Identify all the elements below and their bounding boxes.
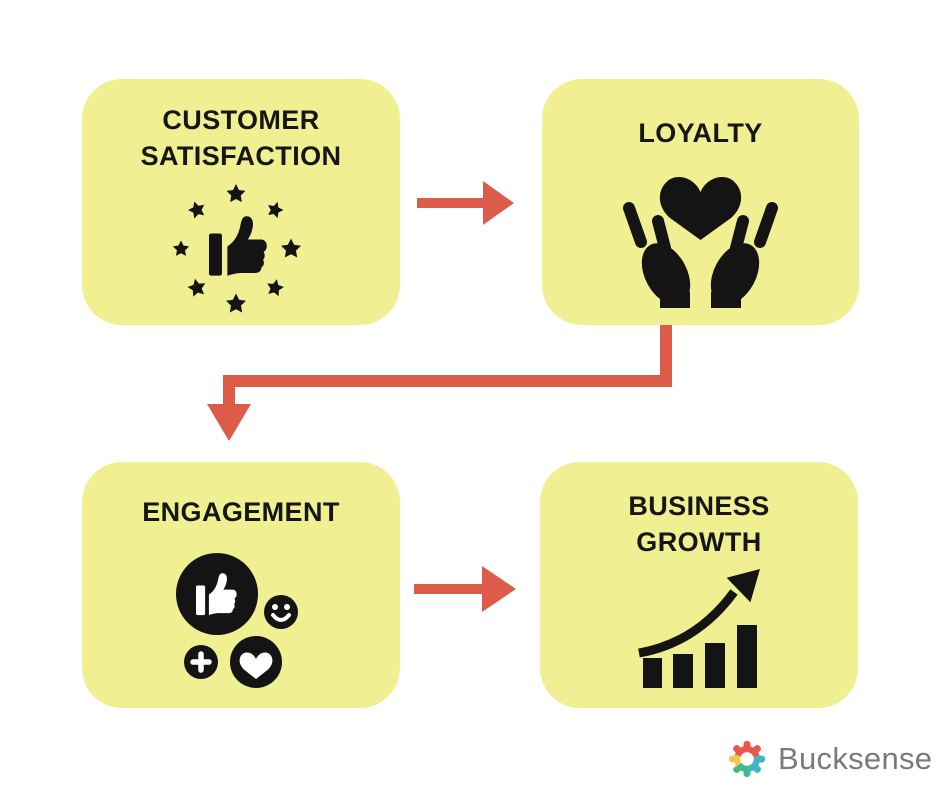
box-title-loyalty: LOYALTY	[638, 118, 763, 148]
bar-chart-growth-icon	[638, 569, 760, 688]
thumbs-up-stars-icon	[172, 184, 301, 313]
left-hand	[623, 202, 691, 308]
heart-badge	[230, 636, 282, 688]
arrow-loyalty-to-engagement	[207, 325, 672, 441]
arrow-engagement-to-growth	[414, 566, 516, 612]
flow-box-engagement: ENGAGEMENT	[82, 462, 400, 708]
social-reactions-icon	[176, 553, 298, 688]
box-title-engagement: ENGAGEMENT	[142, 497, 340, 527]
flow-box-business-growth: BUSINESS GROWTH	[540, 462, 858, 708]
flow-box-loyalty: LOYALTY	[542, 79, 859, 325]
smiley-badge	[264, 595, 298, 629]
arrow-cs-to-loyalty	[417, 181, 514, 225]
plus-badge	[184, 645, 218, 679]
brand-name: Bucksense	[778, 741, 933, 776]
brand-logo: Bucksense	[728, 740, 932, 778]
right-hand	[710, 202, 778, 308]
box-title-business-growth: BUSINESS GROWTH	[628, 491, 770, 557]
flow-box-customer-satisfaction: CUSTOMER SATISFACTION	[82, 79, 400, 325]
multicolor-gear-icon	[729, 741, 765, 777]
hands-holding-heart-icon	[623, 177, 778, 308]
box-title-customer-satisfaction: CUSTOMER SATISFACTION	[140, 105, 342, 171]
